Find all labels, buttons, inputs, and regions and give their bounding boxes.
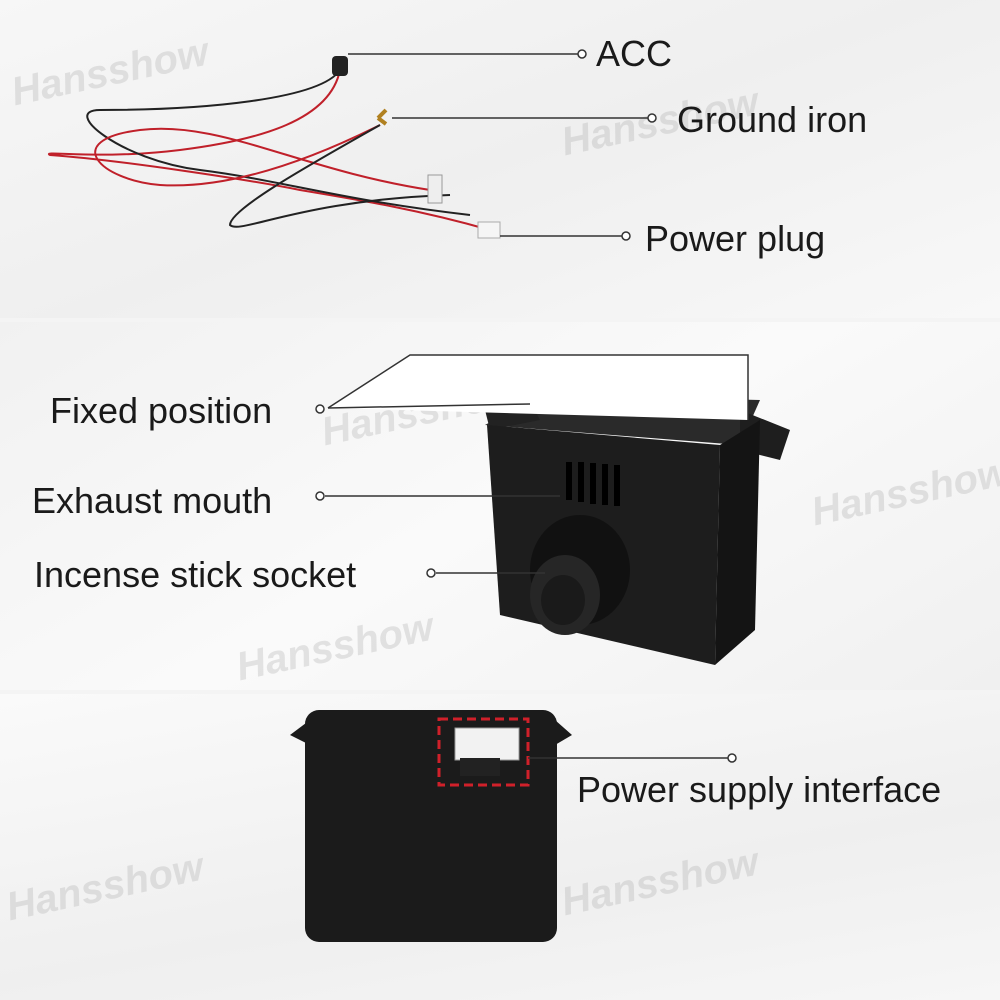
label-acc: ACC bbox=[596, 33, 673, 74]
label-fixed-position: Fixed position bbox=[50, 390, 273, 431]
interface-highlight-box bbox=[437, 717, 530, 787]
power-plug-connector bbox=[477, 221, 501, 239]
label-exhaust-mouth: Exhaust mouth bbox=[32, 480, 273, 521]
device-back bbox=[290, 710, 572, 942]
label-ground-iron: Ground iron bbox=[677, 99, 868, 140]
device-front bbox=[485, 395, 790, 665]
ground-lug bbox=[376, 108, 388, 126]
wire-tag bbox=[427, 174, 443, 204]
label-power-supply-interface: Power supply interface bbox=[577, 769, 942, 810]
label-power-plug: Power plug bbox=[645, 218, 826, 259]
label-incense-stick-socket: Incense stick socket bbox=[34, 554, 357, 595]
acc-fuse-tap bbox=[332, 56, 348, 76]
wiring-panel bbox=[0, 0, 1000, 318]
wire-harness bbox=[47, 69, 491, 231]
